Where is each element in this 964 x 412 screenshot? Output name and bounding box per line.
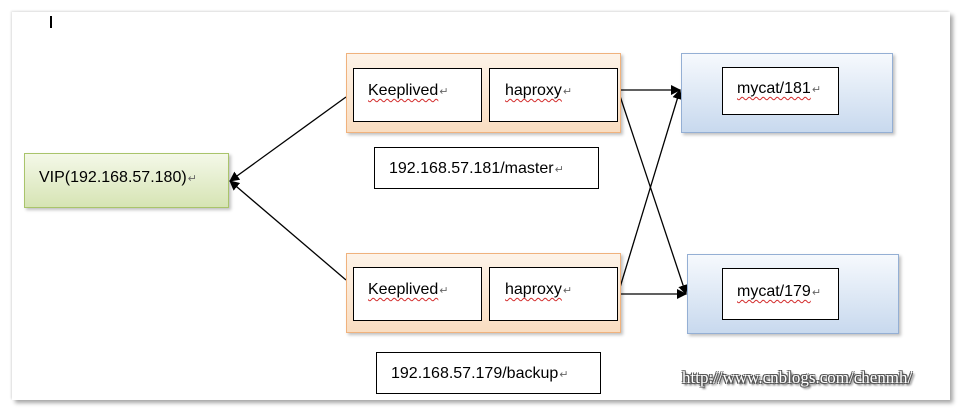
paragraph-mark: ↵ <box>187 173 197 185</box>
paragraph-mark: ↵ <box>811 84 822 96</box>
backup-haproxy-label: haproxy <box>505 281 562 298</box>
backup-haproxy-box: haproxy↵ <box>489 267 618 321</box>
blog-watermark: http://www.cnblogs.com/chenmh/ <box>682 368 913 387</box>
mycat-179-label: mycat/179 <box>737 283 811 300</box>
mycat-181-box: mycat/181↵ <box>722 67 839 115</box>
master-node: Keeplived↵ haproxy↵ <box>346 53 621 133</box>
backup-keepalived-box: Keeplived↵ <box>353 267 482 321</box>
paragraph-mark: ↵ <box>562 86 573 98</box>
master-keepalived-label: Keeplived <box>368 82 439 99</box>
paragraph-mark: ↵ <box>439 285 449 297</box>
backup-caption-box: 192.168.57.179/backup↵ <box>376 352 601 394</box>
mycat-179-node: mycat/179↵ <box>687 254 899 334</box>
paragraph-mark: ↵ <box>811 287 822 299</box>
backup-caption: 192.168.57.179/backup <box>391 365 559 382</box>
paragraph-mark: ↵ <box>554 164 564 176</box>
vip-node: VIP(192.168.57.180)↵ <box>24 153 229 208</box>
arrow-master-haproxy-to-mycat-179 <box>617 89 688 295</box>
mycat-181-node: mycat/181↵ <box>681 53 893 133</box>
master-keepalived-box: Keeplived↵ <box>353 68 482 122</box>
backup-keepalived-label: Keeplived <box>368 281 439 298</box>
paragraph-mark: ↵ <box>562 285 573 297</box>
paragraph-mark: ↵ <box>559 369 569 381</box>
arrow-backup-haproxy-to-mycat-181 <box>617 89 683 295</box>
mycat-179-box: mycat/179↵ <box>722 268 839 320</box>
backup-node: Keeplived↵ haproxy↵ <box>346 253 621 333</box>
vip-label: VIP(192.168.57.180) <box>39 169 187 186</box>
mycat-181-label: mycat/181 <box>737 80 811 97</box>
text-cursor <box>50 16 52 28</box>
master-haproxy-label: haproxy <box>505 82 562 99</box>
arrow-master-to-vip <box>229 96 347 182</box>
master-caption: 192.168.57.181/master <box>389 160 554 177</box>
arrow-backup-to-vip <box>229 180 347 281</box>
master-haproxy-box: haproxy↵ <box>489 68 618 122</box>
master-caption-box: 192.168.57.181/master↵ <box>374 147 599 189</box>
paragraph-mark: ↵ <box>439 86 449 98</box>
